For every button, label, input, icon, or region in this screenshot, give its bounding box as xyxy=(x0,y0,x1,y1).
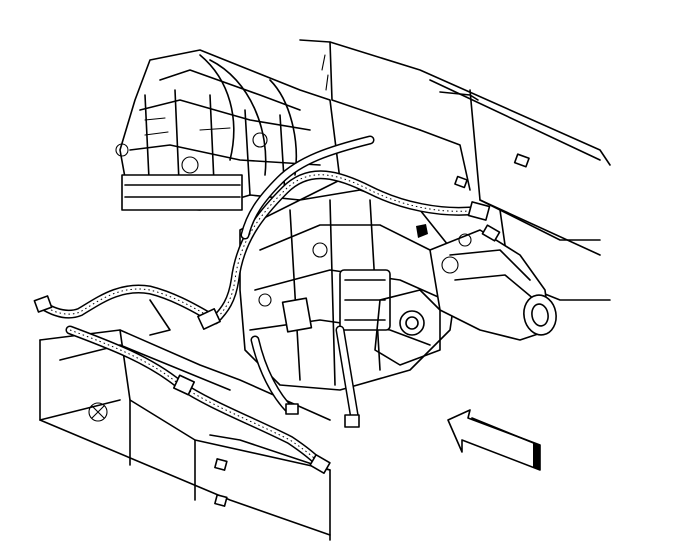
transmission xyxy=(115,49,341,211)
transfer-case xyxy=(239,189,461,391)
lower-frame-rail xyxy=(39,299,331,541)
direction-arrow-icon xyxy=(447,409,541,471)
upper-frame-rail xyxy=(299,39,611,301)
rear-output-housing xyxy=(429,224,557,341)
wiring-harness xyxy=(37,135,485,471)
connectors xyxy=(33,201,491,474)
